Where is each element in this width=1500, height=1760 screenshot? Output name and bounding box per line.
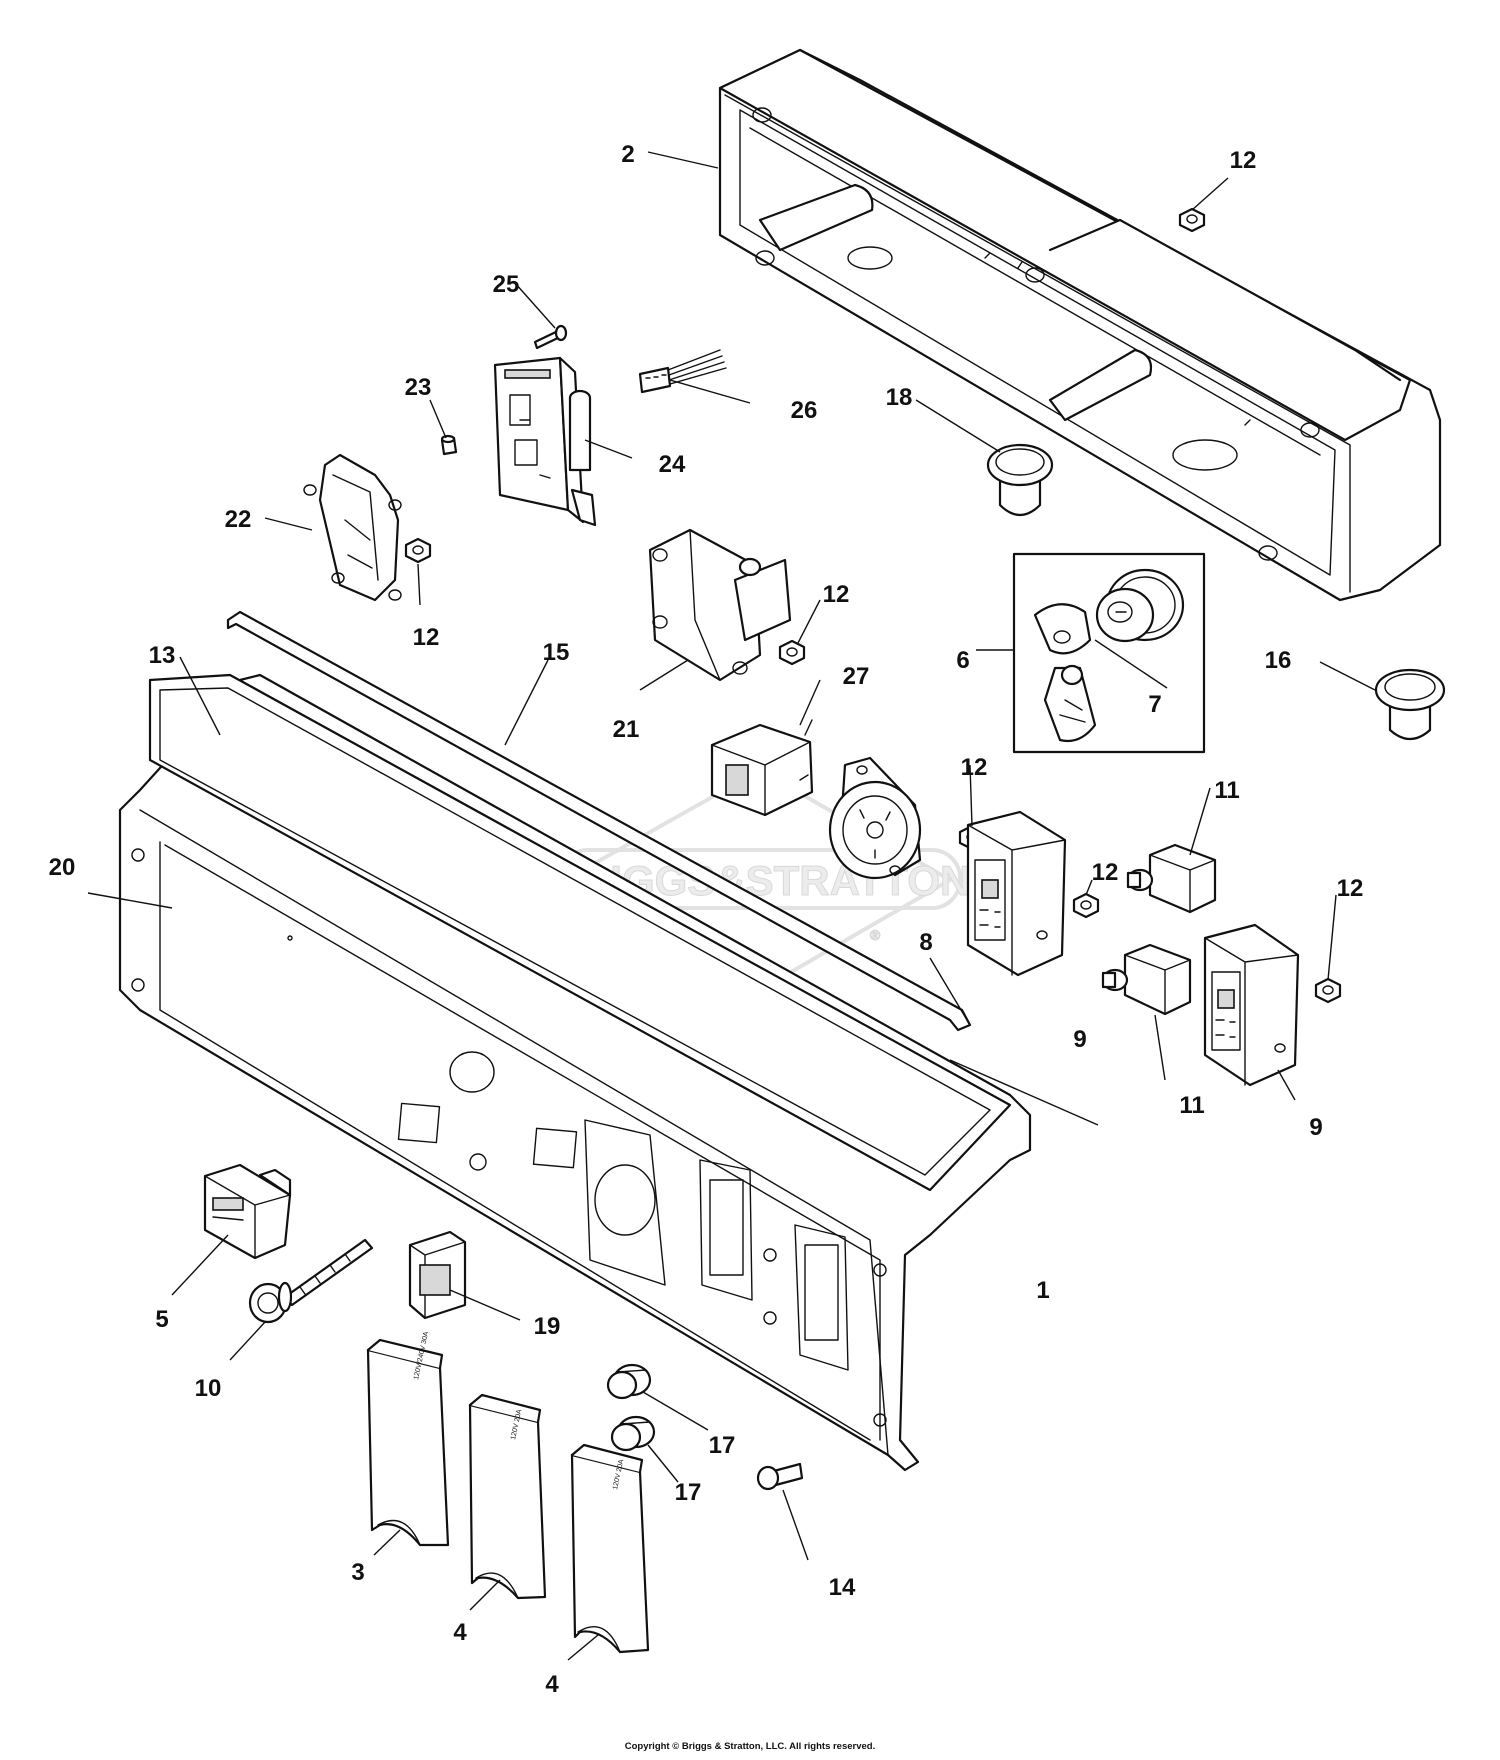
callout-19: 19 [534,1313,561,1340]
callout-12-by-8: 12 [961,754,988,781]
ignition-switch [1095,568,1185,643]
part-2-control-box-housing[interactable] [718,48,1442,602]
callout-11-lower: 11 [1179,1092,1204,1119]
callout-4-left: 4 [453,1619,467,1646]
part-12-nut-by-9[interactable] [1072,892,1100,919]
callout-12-far-right: 12 [1337,875,1364,902]
callout-11-upper: 11 [1214,777,1239,804]
callout-17-upper: 17 [709,1432,736,1459]
callout-23: 23 [405,374,432,401]
part-8-twist-lock-receptacle[interactable] [828,756,922,880]
part-10-choke-knob[interactable] [248,1238,374,1324]
callout-21: 21 [613,716,640,743]
part-19-rocker-switch[interactable] [408,1230,467,1320]
callout-12-top: 12 [1230,147,1257,174]
callout-20: 20 [49,854,76,881]
callout-5: 5 [155,1306,168,1333]
part-12-nut-by-21[interactable] [778,639,806,666]
part-12-nut-by-22[interactable] [404,537,432,564]
callout-labels: 2 12 25 23 26 18 24 22 12 12 21 27 13 15… [49,141,1364,1698]
part-6-ignition-switch-kit[interactable] [1012,552,1206,754]
part-17-reset-button-upper[interactable] [606,1363,652,1400]
callout-9-left: 9 [1073,1026,1086,1053]
callout-12-by-21: 12 [823,581,850,608]
part-3-receptacle-cover-30a[interactable]: 120V/240V 30A [366,1331,450,1547]
callout-12-by-22: 12 [413,624,440,651]
part-15-gasket-strip[interactable] [226,610,972,1032]
part-9-gfci-receptacle-right[interactable] [1203,923,1300,1087]
callout-16: 16 [1265,647,1292,674]
part-7-ignition-keys[interactable] [1033,603,1097,743]
part-26-wire-harness-connector[interactable] [638,349,727,394]
callout-22: 22 [225,506,252,533]
callout-9-right: 9 [1309,1114,1322,1141]
part-17-reset-button-lower[interactable] [610,1415,656,1452]
part-25-screw[interactable] [533,324,568,350]
callout-2: 2 [621,141,634,168]
part-21-main-breaker[interactable] [648,528,792,682]
callout-8: 8 [919,929,932,956]
part-27-rocker-switch[interactable] [710,719,814,817]
part-16-rubber-plug[interactable] [1374,668,1446,741]
part-1-control-panel[interactable] [118,673,1032,1472]
part-9-gfci-receptacle-left[interactable] [966,810,1067,977]
callout-14: 14 [829,1574,856,1601]
part-24-circuit-board[interactable] [493,356,597,527]
part-22-mounting-bracket[interactable] [303,453,402,602]
part-23-pin[interactable] [440,434,458,456]
part-11-circuit-breaker-upper[interactable] [1126,843,1217,914]
part-4-receptacle-cover-20a-left[interactable]: 120V 20A [468,1393,547,1600]
callout-4-right: 4 [545,1671,559,1698]
part-12-nut-far-right[interactable] [1314,977,1342,1004]
part-12-nut-upper-right[interactable] [1178,207,1206,233]
part-11-circuit-breaker-lower[interactable] [1101,943,1192,1016]
callout-15: 15 [543,639,570,666]
leader-lines [87,151,1376,1661]
callout-24: 24 [659,451,686,478]
callout-13: 13 [149,642,176,669]
callout-17-lower: 17 [675,1479,702,1506]
callout-1: 1 [1036,1277,1049,1304]
callout-7: 7 [1148,691,1161,718]
part-5-hour-meter[interactable] [203,1163,292,1260]
part-18-rubber-plug[interactable] [986,443,1054,517]
callout-27: 27 [843,663,870,690]
watermark-registered-mark: ® [870,927,881,943]
callout-10: 10 [195,1375,222,1402]
callout-25: 25 [493,271,520,298]
part-14-screw[interactable] [756,1462,804,1491]
callout-6: 6 [956,647,969,674]
copyright-notice: Copyright © Briggs & Stratton, LLC. All … [624,1741,876,1752]
callout-12-by-9: 12 [1092,859,1119,886]
callout-26: 26 [791,397,818,424]
callout-18: 18 [886,384,913,411]
callout-3: 3 [351,1559,364,1586]
part-4-receptacle-cover-20a-right[interactable]: 120V 20A [570,1443,650,1654]
